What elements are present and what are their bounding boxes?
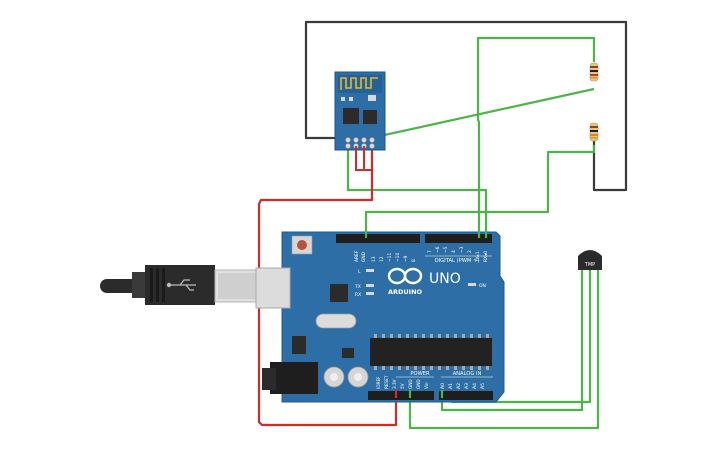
svg-text:RESET: RESET [384,375,389,389]
svg-text:2: 2 [467,250,473,253]
model-label: UNO [429,271,461,287]
antenna-trace [340,77,378,90]
wire-green-esp-rx[interactable] [346,150,488,232]
svg-text:GND: GND [416,379,421,389]
analog-pin-labels: A0 A1 A2 A3 A4 A5 [440,383,486,389]
svg-text:TX▸1: TX▸1 [475,251,481,263]
led-l-label: L [358,269,361,275]
analog-header [439,391,493,400]
svg-text:GND: GND [361,251,367,262]
esp-red-jumpers [355,146,372,171]
svg-text:12: 12 [379,256,385,262]
svg-text:13: 13 [371,256,377,262]
digital-header-left [336,234,420,243]
power-jack [270,362,318,394]
esp8266-module[interactable] [334,71,386,151]
wire-red-power[interactable] [257,150,398,427]
arduino-logo-icon [387,267,423,285]
wire-green-gnd[interactable] [408,268,600,430]
svg-text:~5: ~5 [443,246,449,253]
arduino-board[interactable]: ARDUINO UNO L TX RX ON AREF GND 13 12 ~1… [255,231,505,403]
wire-green-esp-resistor[interactable] [379,87,595,138]
digital-label: DIGITAL (PWM ~) [435,258,480,264]
atmega-chip [370,338,492,366]
svg-text:IOREF: IOREF [376,376,381,389]
esp-pins [345,137,375,149]
top-pin-labels: AREF GND 13 12 ~11 ~10 ~9 8 7 ~6 ~5 4 ~3… [354,246,489,263]
sensor-label: TMP [584,262,595,268]
svg-text:A1: A1 [448,383,454,389]
svg-text:RX◂0: RX◂0 [483,251,489,262]
usb-port [255,267,291,309]
wire-green-resistor-pin[interactable] [364,145,596,232]
svg-text:A0: A0 [440,383,446,389]
svg-text:8: 8 [411,259,417,262]
analog-label: ANALOG IN [453,371,482,377]
svg-text:GND: GND [408,379,413,389]
resistor-top[interactable] [589,62,599,82]
svg-text:3.3V: 3.3V [392,379,397,389]
crystal [315,313,357,329]
usb-cable[interactable] [100,265,261,305]
power-pin-labels: IOREF RESET 3.3V 5V GND GND Vin [376,375,429,389]
wire-black-loop[interactable] [304,20,628,192]
wire-green-tx[interactable] [476,36,596,232]
svg-text:~11: ~11 [387,253,393,262]
led-tx-label: TX [354,284,361,290]
power-header [368,391,434,400]
svg-text:A4: A4 [472,383,478,389]
svg-text:4: 4 [451,250,457,253]
temperature-sensor[interactable]: TMP [578,250,602,270]
svg-text:A5: A5 [480,383,486,389]
on-led-label: ON [479,283,486,289]
svg-text:AREF: AREF [354,250,360,262]
svg-text:A3: A3 [464,383,470,389]
wires [257,20,628,430]
svg-text:Vin: Vin [424,382,429,389]
digital-header-right [425,234,492,243]
usb-icon [166,279,196,291]
svg-text:~6: ~6 [435,246,441,253]
svg-text:~9: ~9 [403,255,409,262]
svg-text:5V: 5V [400,383,405,389]
svg-text:~3: ~3 [459,246,465,253]
svg-text:7: 7 [427,250,433,253]
resistor-bottom[interactable] [589,122,599,142]
power-label: POWER [410,371,430,377]
wire-endpoints [364,230,488,398]
brand-label: ARDUINO [388,288,423,296]
svg-text:A2: A2 [456,383,462,389]
svg-text:~10: ~10 [395,253,401,262]
led-rx-label: RX [355,292,361,298]
